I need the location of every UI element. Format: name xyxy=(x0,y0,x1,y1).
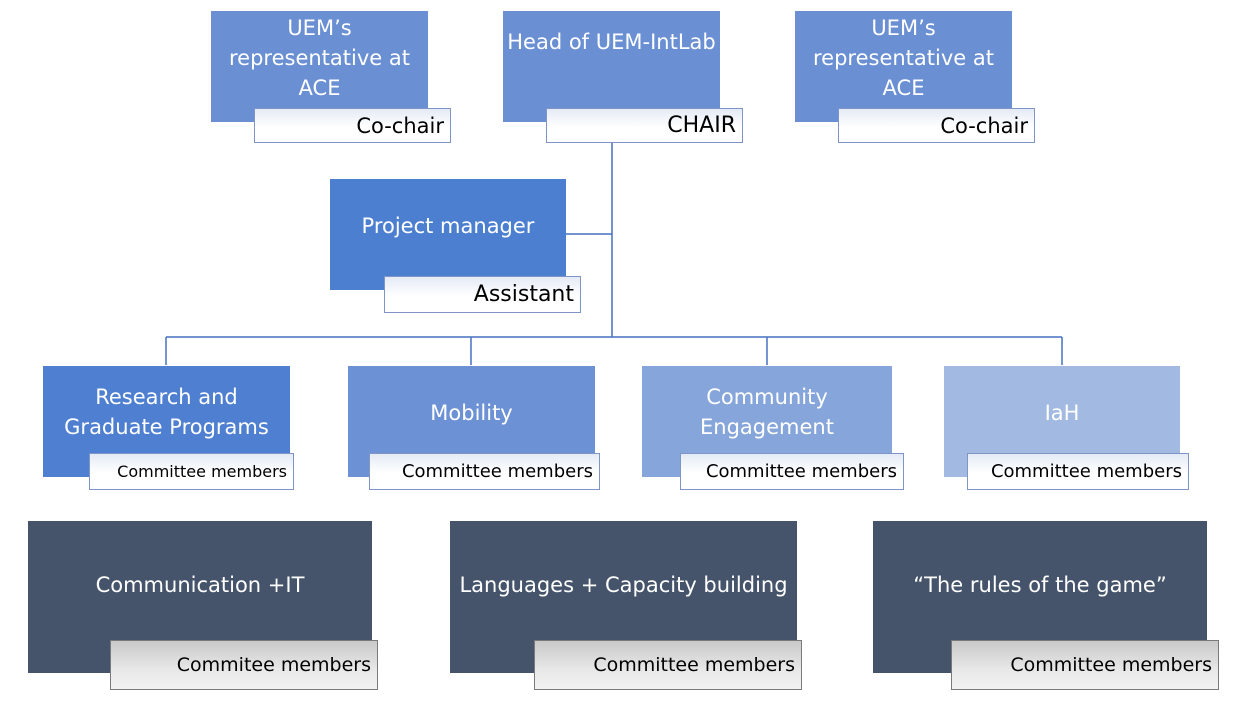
project-manager-title: Project manager xyxy=(361,214,535,238)
communication-title: Communication +IT xyxy=(95,573,305,597)
project-manager-role-tag: Assistant xyxy=(384,276,581,313)
rep-left-role-tag: Co-chair xyxy=(254,108,451,143)
community-role: Committee members xyxy=(705,461,897,482)
project-manager-role: Assistant xyxy=(473,282,574,307)
iah-role-tag: Committee members xyxy=(967,453,1189,490)
rules-role-tag: Committee members xyxy=(951,640,1219,690)
rep-right-role-tag: Co-chair xyxy=(838,108,1035,143)
communication-role-tag: Commitee members xyxy=(110,640,378,690)
languages-role-tag: Committee members xyxy=(534,640,802,690)
research-role-tag: Committee members xyxy=(89,453,294,490)
rep-right-role: Co-chair xyxy=(940,113,1028,138)
rep-right-title: UEM’s representative at ACE xyxy=(813,16,994,100)
communication-role: Commitee members xyxy=(176,654,371,676)
mobility-role: Committee members xyxy=(401,461,593,482)
community-role-tag: Committee members xyxy=(680,453,904,490)
community-title: Community Engagement xyxy=(700,385,834,439)
rules-title: “The rules of the game” xyxy=(913,573,1167,597)
head-role-tag: CHAIR xyxy=(546,108,743,143)
rules-role: Committee members xyxy=(1010,654,1212,676)
head-title: Head of UEM-IntLab xyxy=(507,30,716,54)
languages-role: Committee members xyxy=(593,654,795,676)
head-role: CHAIR xyxy=(667,113,736,138)
mobility-title: Mobility xyxy=(430,401,513,425)
rep-left-title: UEM’s representative at ACE xyxy=(229,16,410,100)
head-box: Head of UEM-IntLab xyxy=(503,11,720,122)
rep-left-box: UEM’s representative at ACE xyxy=(211,11,428,122)
project-manager-box: Project manager xyxy=(330,179,566,290)
research-role: Committee members xyxy=(117,462,287,481)
rep-right-box: UEM’s representative at ACE xyxy=(795,11,1012,122)
languages-title: Languages + Capacity building xyxy=(459,573,788,597)
mobility-role-tag: Committee members xyxy=(369,453,600,490)
iah-role: Committee members xyxy=(990,461,1182,482)
research-title: Research and Graduate Programs xyxy=(64,385,269,439)
iah-title: IaH xyxy=(1044,401,1080,425)
rep-left-role: Co-chair xyxy=(356,113,444,138)
